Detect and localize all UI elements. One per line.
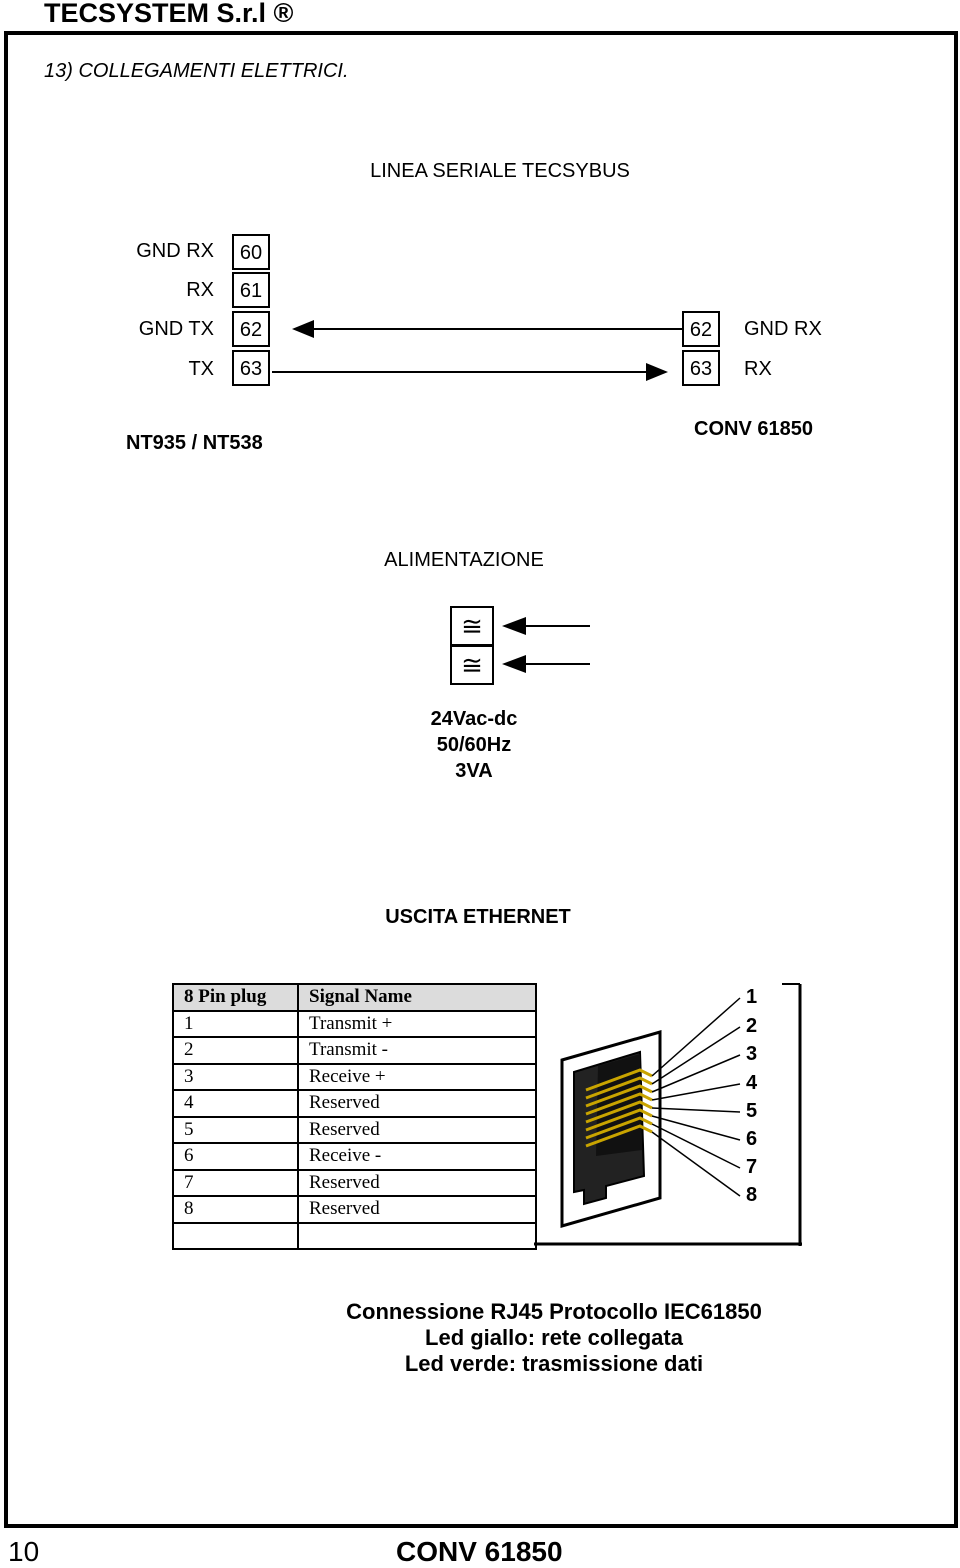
pinout-header-row: 8 Pin plug Signal Name [172,983,537,1012]
rj45-jack-illustration [534,982,802,1246]
right-terminal-label-2: RX [744,358,772,380]
note-green-led: Led verde: trasmissione dati [404,1351,704,1376]
power-specs: 24Vac-dc 50/60Hz 3VA [374,706,574,784]
signal-name: Reserved [298,1169,537,1197]
section-title: 13) COLLEGAMENTI ELETTRICI. [44,60,349,82]
left-terminal-62: 62 [232,311,270,347]
jack-pin-2: 2 [746,1015,758,1037]
left-terminal-61: 61 [232,272,270,308]
power-title: ALIMENTAZIONE [384,549,544,571]
right-terminal-62: 62 [682,311,720,347]
jack-pin-3: 3 [746,1043,758,1065]
header-signal-name: Signal Name [298,983,537,1012]
jack-pin-5: 5 [746,1100,758,1122]
jack-pin-7: 7 [746,1156,758,1178]
right-terminal-label-1: GND RX [744,318,822,340]
left-terminal-label-4: TX [188,358,214,380]
arrow-to-left-62 [292,320,682,338]
header-pin-plug: 8 Pin plug [172,983,299,1012]
power-terminal-2: ≅ [450,645,494,685]
connection-notes: Connessione RJ45 Protocollo IEC61850 Led… [254,1299,854,1377]
page-number: 10 [8,1536,40,1567]
power-rating: 3VA [455,760,493,782]
left-terminal-label-1: GND RX [136,240,214,262]
note-connection: Connessione RJ45 Protocollo IEC61850 [346,1299,762,1324]
company-header: TECSYSTEM S.r.l ® [44,0,294,28]
footer-product: CONV 61850 [396,1536,563,1567]
jack-pin-4: 4 [746,1072,758,1094]
pin-number: 4 [172,1090,299,1118]
power-arrow-2 [502,655,590,673]
arrow-to-right-63 [272,363,668,381]
pin-number: 8 [172,1196,299,1224]
ethernet-title: USCITA ETHERNET [385,906,571,928]
signal-name: Reserved [298,1196,537,1224]
serial-title: LINEA SERIALE TECSYBUS [370,160,630,182]
left-terminal-label-2: RX [186,279,214,301]
pin-number: 1 [172,1010,299,1038]
pin-number: 6 [172,1143,299,1171]
right-terminal-63: 63 [682,350,720,386]
note-yellow-led: Led giallo: rete collegata [425,1325,683,1350]
power-arrow-1 [502,617,590,635]
left-terminal-label-3: GND TX [138,318,214,340]
table-row [172,1222,537,1250]
pin-number: 7 [172,1169,299,1197]
left-device-name: NT935 / NT538 [126,432,263,454]
left-terminal-63: 63 [232,350,270,386]
right-device-name: CONV 61850 [694,418,813,440]
pin-number: 2 [172,1037,299,1065]
power-frequency: 50/60Hz [436,734,512,756]
pin-number: 3 [172,1063,299,1091]
signal-name: Receive - [298,1143,537,1171]
signal-name: Reserved [298,1116,537,1144]
pin-number: 5 [172,1116,299,1144]
signal-name [298,1222,537,1250]
pin-number [172,1222,299,1250]
jack-pin-6: 6 [746,1128,758,1150]
jack-pin-1: 1 [746,986,758,1008]
page-frame [4,31,958,1528]
signal-name: Receive + [298,1063,537,1091]
power-terminal-1: ≅ [450,606,494,646]
jack-pin-8: 8 [746,1184,758,1206]
signal-name: Transmit - [298,1037,537,1065]
signal-name: Reserved [298,1090,537,1118]
left-terminal-60: 60 [232,234,270,270]
power-voltage: 24Vac-dc [430,708,518,730]
signal-name: Transmit + [298,1010,537,1038]
